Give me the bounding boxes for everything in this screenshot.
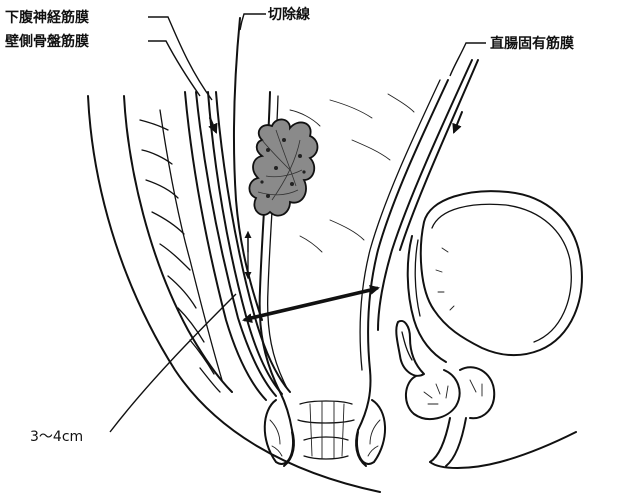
leader-lines [110, 14, 486, 432]
parietal-pelvic-fascia-label: 壁側骨盤筋膜 [5, 33, 89, 50]
distance-arrows [244, 232, 378, 320]
bladder [396, 191, 582, 468]
resection-line-label: 切除線 [268, 6, 310, 23]
distance-label: 3～4cm [30, 429, 83, 445]
tumor [249, 119, 317, 215]
hypogastric-fascia-label: 下腹神経筋膜 [5, 9, 89, 26]
rectum [260, 60, 478, 466]
proper-rectal-fascia-label: 直腸固有筋膜 [490, 35, 574, 52]
